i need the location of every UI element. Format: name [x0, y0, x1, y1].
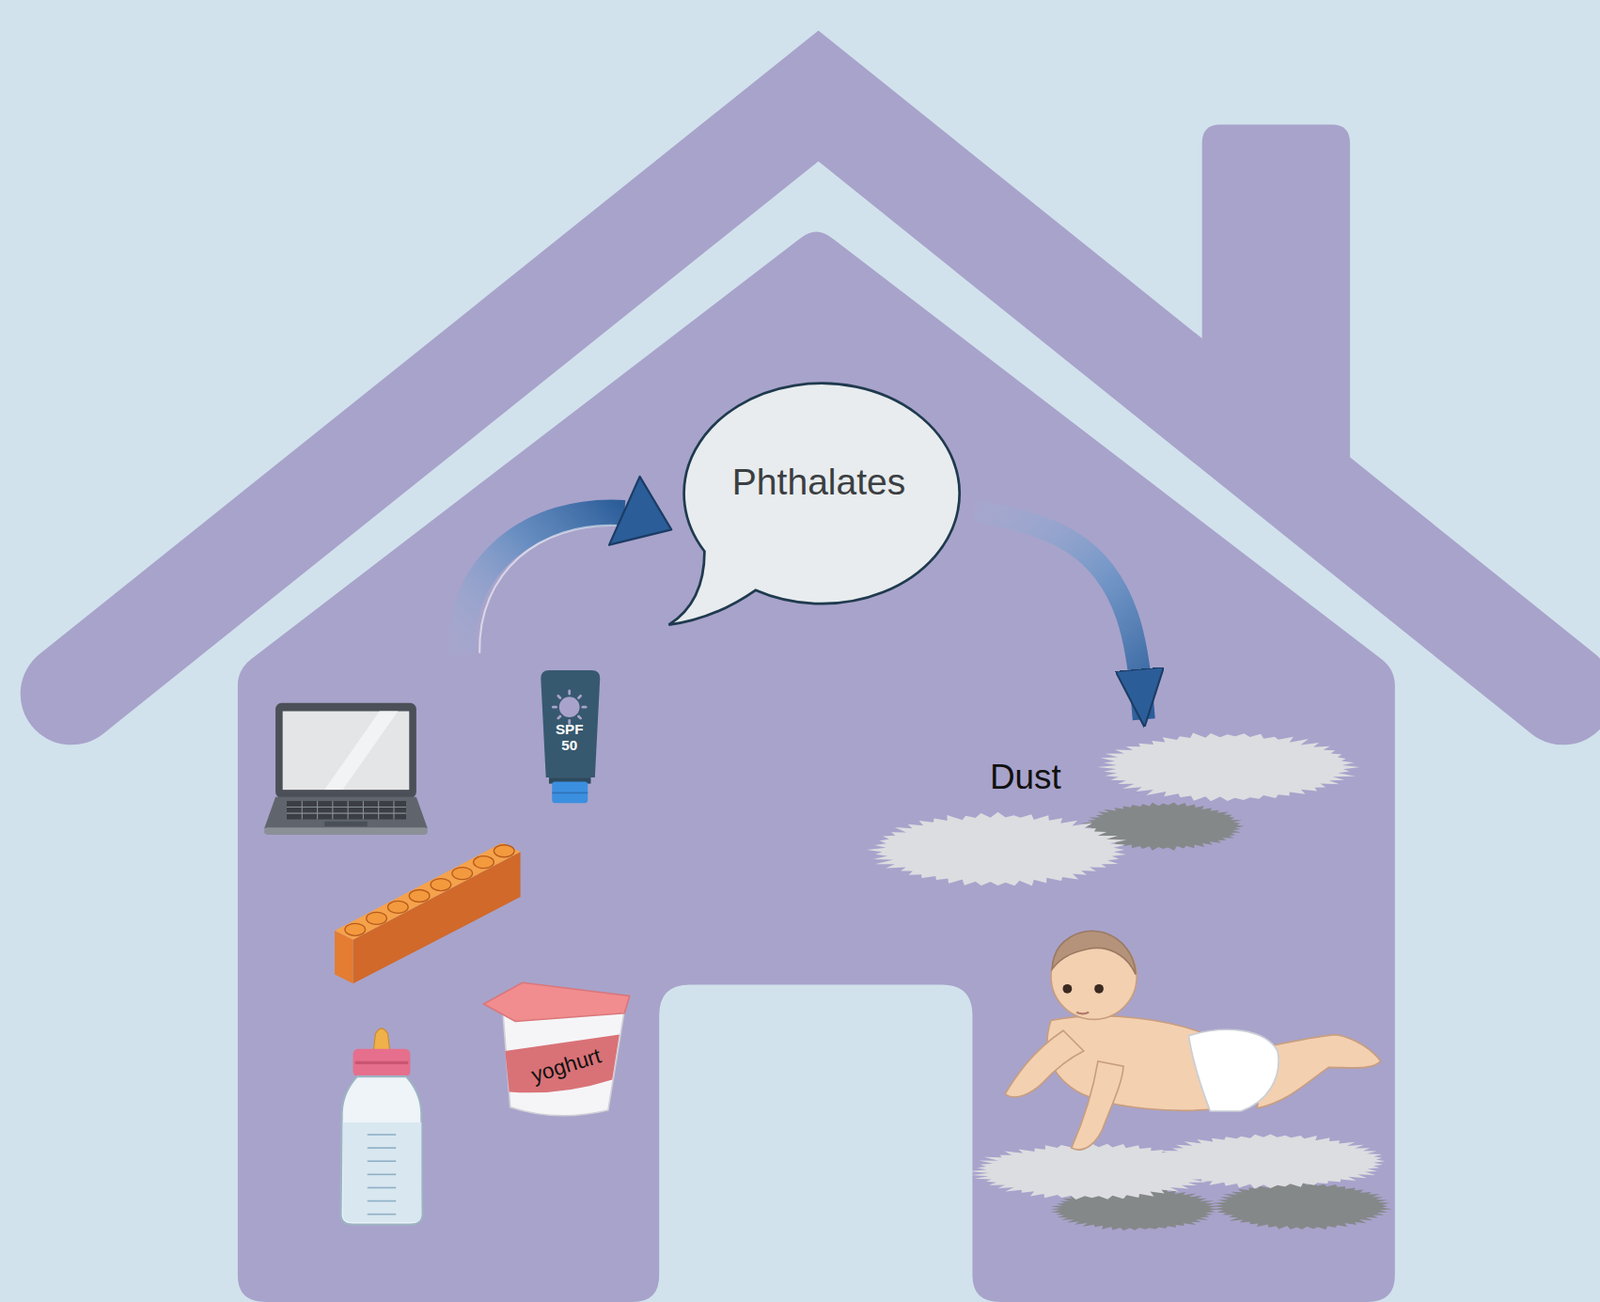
yoghurt-cup — [484, 982, 630, 1115]
dust-label: Dust — [989, 760, 1102, 796]
floor-dust — [968, 1133, 1393, 1230]
product-label: SPF 50 — [547, 721, 593, 753]
release-arrow-highlight — [479, 525, 618, 654]
baby-figure — [1004, 930, 1381, 1150]
flow-arrow — [974, 510, 1145, 721]
house-body — [237, 231, 1396, 1302]
dust-patch — [1147, 1133, 1385, 1189]
bubble-outline — [663, 377, 975, 633]
dust-patch — [1211, 1182, 1393, 1230]
baby-bottle — [341, 1028, 424, 1224]
laptop-icon — [264, 703, 428, 835]
bubble-shape — [668, 382, 959, 625]
speech-bubble: Phthalates — [663, 377, 975, 633]
roof-band — [71, 95, 1564, 694]
dust-cloud: Dust — [872, 719, 1358, 890]
dust-outline — [872, 719, 1358, 890]
sunscreen-tube — [540, 670, 600, 803]
release-arrow-head — [609, 476, 672, 546]
release-arrow — [460, 513, 625, 656]
bubble-label: Phthalates — [663, 463, 975, 501]
dust-patch — [1097, 733, 1360, 802]
dust-patch — [866, 812, 1127, 886]
toy-brick — [334, 843, 521, 985]
